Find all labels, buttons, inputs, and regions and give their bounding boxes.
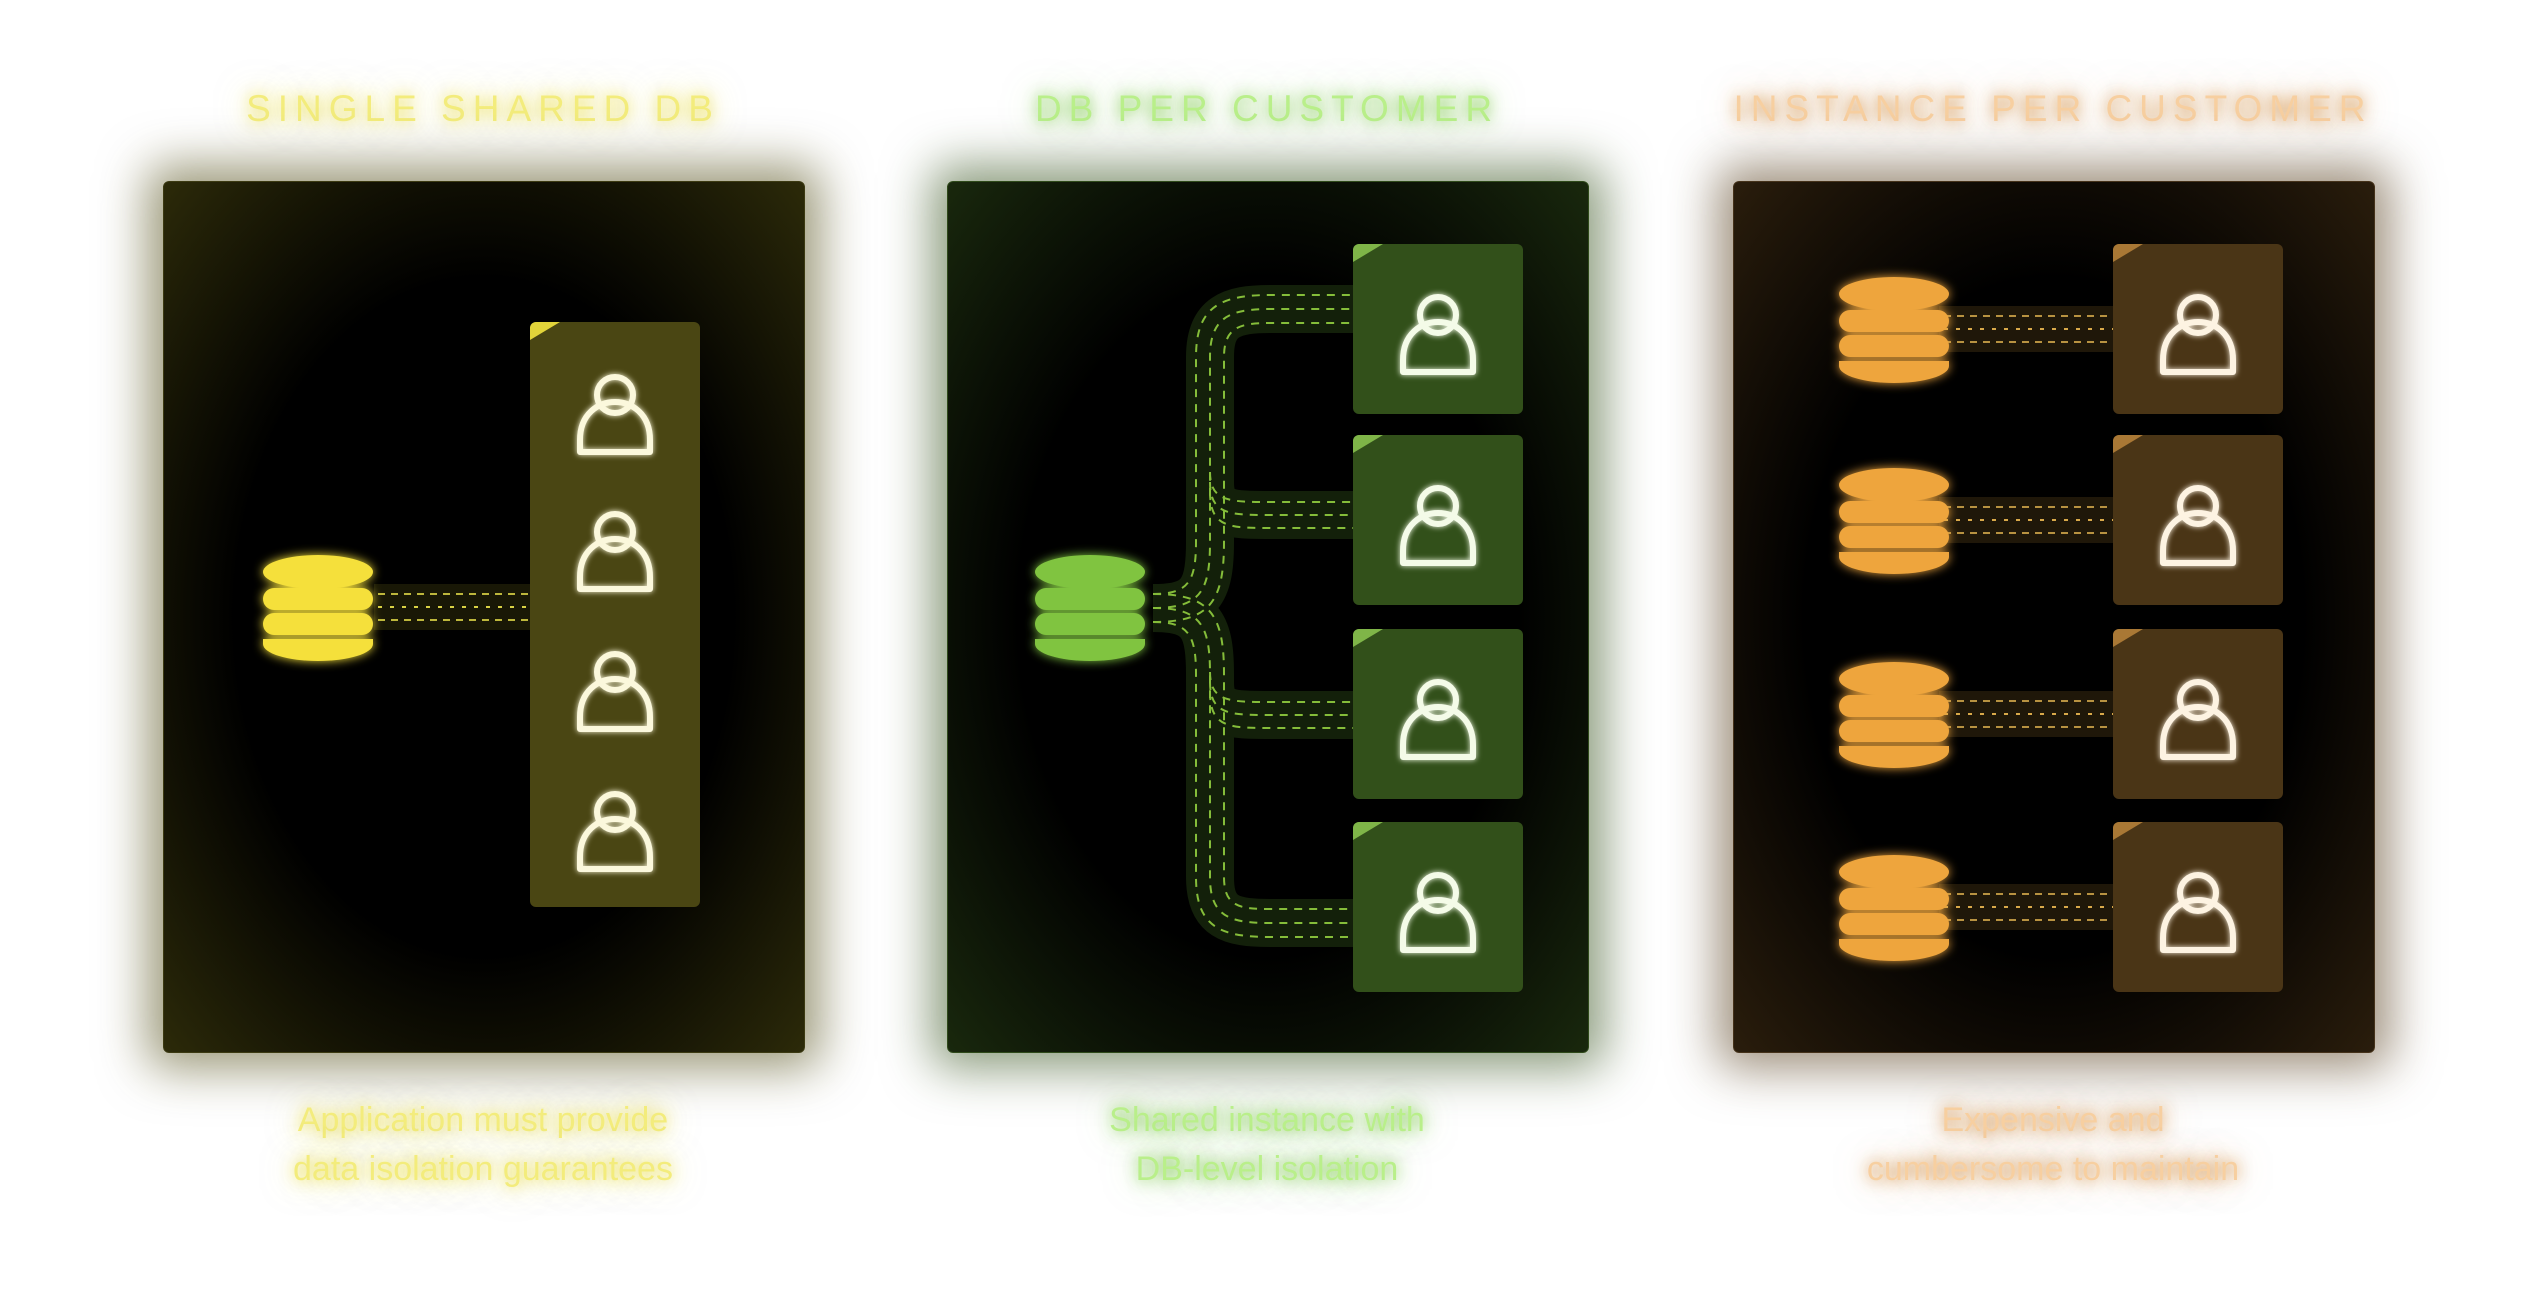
- user-icon: [1400, 679, 1476, 760]
- user-icon: [2160, 294, 2236, 375]
- panel-caption: Expensive and cumbersome to maintain: [1733, 1096, 2373, 1194]
- user-icon: [577, 511, 653, 592]
- panel-db-per-customer: DB PER CUSTOMER: [947, 0, 1589, 1300]
- diagram-box: [163, 181, 805, 1053]
- user-icon: [1400, 485, 1476, 566]
- panel-caption: Shared instance with DB-level isolation: [947, 1096, 1587, 1194]
- diagram-box: [947, 181, 1589, 1053]
- user-icon: [1400, 872, 1476, 953]
- customer-box: [1353, 244, 1523, 414]
- branch-connector: [1152, 285, 1358, 947]
- panel-title: DB PER CUSTOMER: [1034, 88, 1500, 129]
- caption-line: cumbersome to maintain: [1866, 1150, 2240, 1188]
- panel-single-shared-db: SINGLE SHARED DB: [163, 0, 805, 1300]
- database-icon: [263, 555, 373, 661]
- connector-line: [374, 584, 534, 630]
- caption-line: Shared instance with: [1109, 1101, 1425, 1139]
- connector-line: [1939, 884, 2119, 930]
- panel-caption: Application must provide data isolation …: [163, 1096, 803, 1194]
- database-icon: [1035, 555, 1145, 661]
- database-icon: [1839, 468, 1949, 574]
- database-icon: [1839, 855, 1949, 961]
- customer-box: [1353, 435, 1523, 605]
- diagram-svg: [1839, 244, 2283, 992]
- panel-title: SINGLE SHARED DB: [246, 88, 720, 129]
- connector-line: [1939, 306, 2119, 352]
- connector-line: [1939, 497, 2119, 543]
- database-icon: [1839, 277, 1949, 383]
- user-icon: [2160, 872, 2236, 953]
- customer-box: [1353, 822, 1523, 992]
- caption-line: Expensive and: [1941, 1101, 2165, 1139]
- user-icon: [1400, 294, 1476, 375]
- panel-title: INSTANCE PER CUSTOMER: [1733, 88, 2373, 129]
- customer-box: [2113, 822, 2283, 992]
- connector-line: [1939, 691, 2119, 737]
- caption-line: DB-level isolation: [1135, 1150, 1399, 1188]
- customer-box: [2113, 435, 2283, 605]
- user-icon: [2160, 679, 2236, 760]
- customer-box: [2113, 629, 2283, 799]
- user-icon: [577, 651, 653, 732]
- caption-line: Application must provide: [297, 1101, 669, 1139]
- diagram-svg: [1035, 244, 1523, 992]
- diagram-svg: [263, 322, 700, 907]
- user-column: [530, 322, 700, 907]
- user-icon: [2160, 485, 2236, 566]
- user-icon: [577, 791, 653, 872]
- caption-line: data isolation guarantees: [293, 1150, 673, 1188]
- customer-box: [2113, 244, 2283, 414]
- database-icon: [1839, 662, 1949, 768]
- customer-box: [1353, 629, 1523, 799]
- panel-instance-per-customer: INSTANCE PER CUSTOMER: [1733, 0, 2375, 1300]
- user-icon: [577, 374, 653, 455]
- diagram-box: [1733, 181, 2375, 1053]
